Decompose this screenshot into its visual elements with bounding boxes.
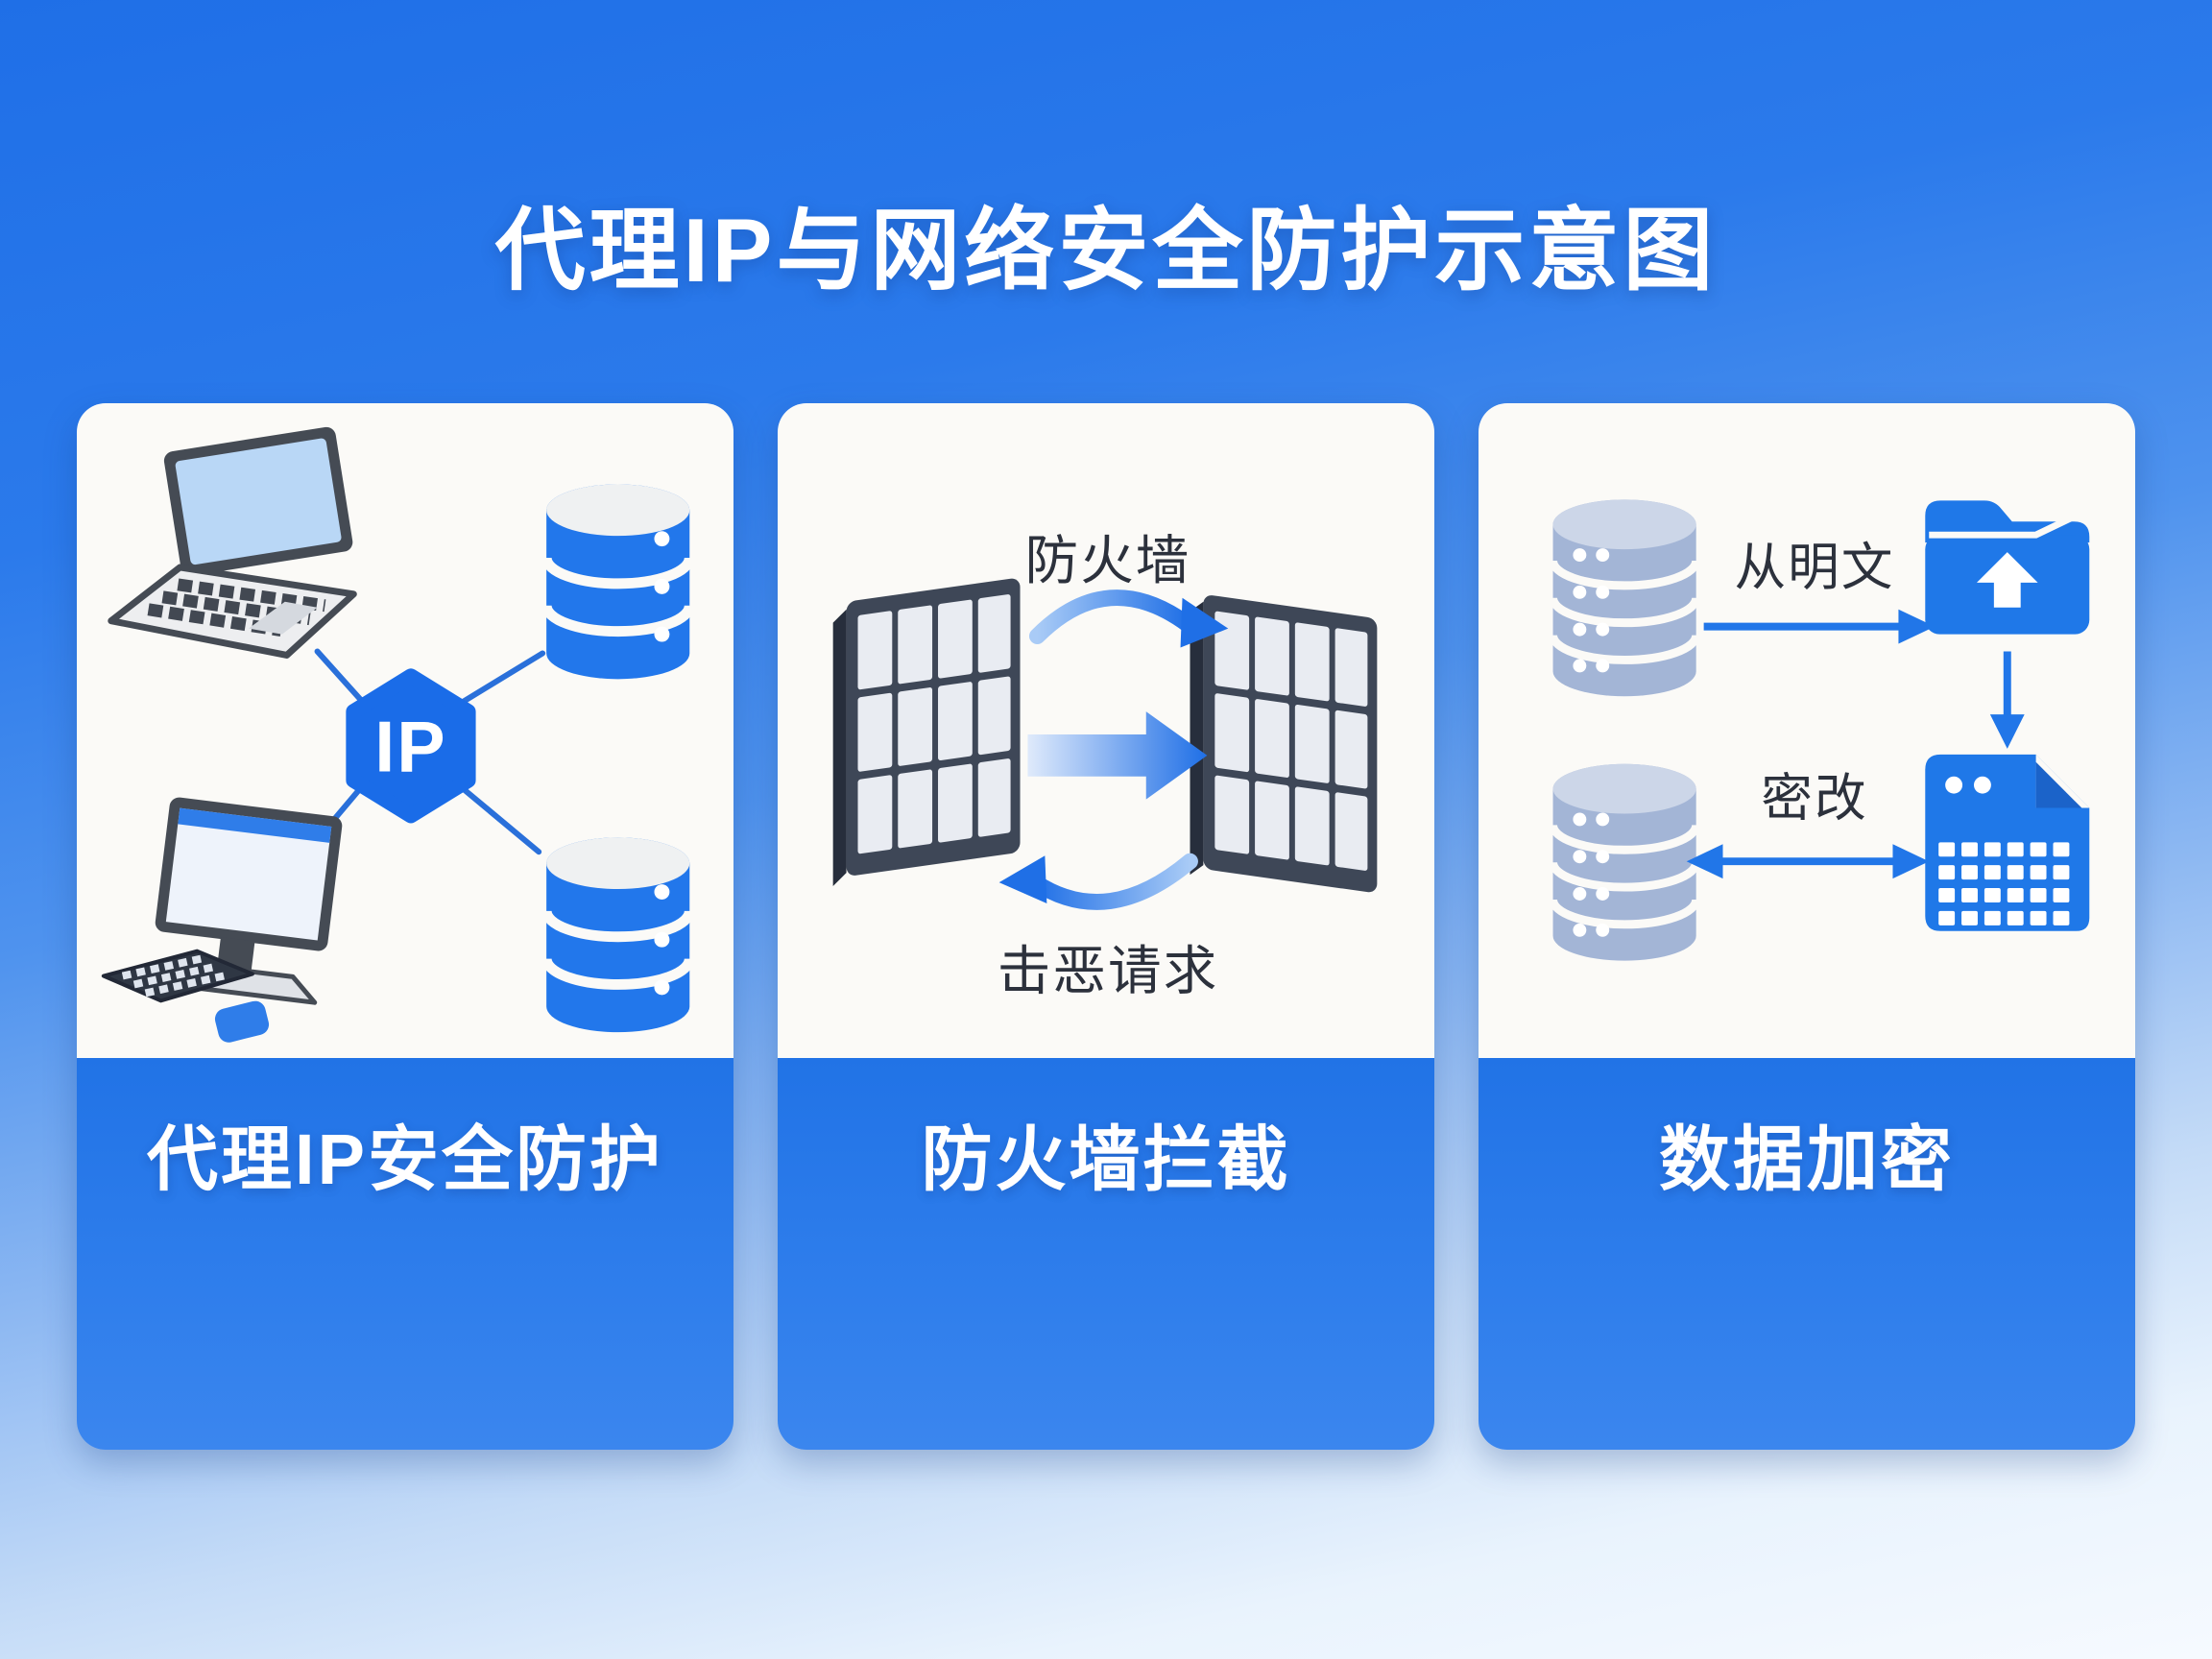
card-firewall-caption: 防火墙拦截 xyxy=(921,1119,1291,1199)
cards-row: IP xyxy=(77,403,2135,1450)
firewall-illustration: 防火墙 击恶请求 xyxy=(832,531,1378,1000)
card-encryption-caption-band: 数据加密 xyxy=(1479,1058,2135,1450)
database-icon xyxy=(1553,764,1696,961)
down-arrow-icon xyxy=(1989,651,2025,749)
firewall-top-label: 防火墙 xyxy=(1025,531,1191,590)
card-proxy-ip-caption-band: 代理IP安全防护 xyxy=(77,1058,733,1450)
card-encryption-caption: 数据加密 xyxy=(1659,1119,1955,1199)
ip-hexagon-icon: IP xyxy=(346,668,476,824)
card-proxy-ip-illustration-area: IP xyxy=(77,403,733,1058)
page-title: 代理IP与网络安全防护示意图 xyxy=(494,200,1718,301)
card-firewall: 防火墙 击恶请求 防火墙拦截 xyxy=(778,403,1434,1450)
desktop-computer-icon xyxy=(101,797,343,1043)
curved-arrow-bottom-icon xyxy=(998,853,1198,910)
right-arrow-icon xyxy=(1027,711,1208,800)
firewall-panel-icon xyxy=(832,577,1021,887)
database-icon xyxy=(546,837,689,1032)
database-icon xyxy=(1553,499,1696,696)
network-connection-lines xyxy=(308,648,546,855)
card-encryption-illustration-area: 从明文 xyxy=(1479,403,2135,1058)
curved-arrow-top-icon xyxy=(1028,589,1229,648)
data-encryption-illustration: 从明文 xyxy=(1479,403,2090,1058)
card-firewall-caption-band: 防火墙拦截 xyxy=(778,1058,1434,1450)
upload-folder-icon xyxy=(1925,500,2090,635)
card-data-encryption: 从明文 xyxy=(1479,403,2135,1450)
ip-hexagon-label: IP xyxy=(374,708,446,788)
proxy-ip-illustration: IP xyxy=(101,426,733,1043)
firewall-panel-icon xyxy=(1190,591,1378,902)
right-arrow-icon xyxy=(1703,609,1936,644)
card-proxy-ip: IP xyxy=(77,403,733,1450)
card-proxy-ip-caption: 代理IP安全防护 xyxy=(147,1119,663,1199)
cipher-label: 密改 xyxy=(1761,769,1867,827)
card-firewall-illustration-area: 防火墙 击恶请求 xyxy=(778,403,1434,1058)
encrypted-document-icon xyxy=(1925,754,2090,931)
firewall-bottom-label: 击恶请求 xyxy=(998,941,1219,1000)
plaintext-label: 从明文 xyxy=(1734,539,1894,596)
laptop-icon xyxy=(108,426,357,659)
double-arrow-icon xyxy=(1686,844,1930,879)
database-icon xyxy=(546,485,689,680)
